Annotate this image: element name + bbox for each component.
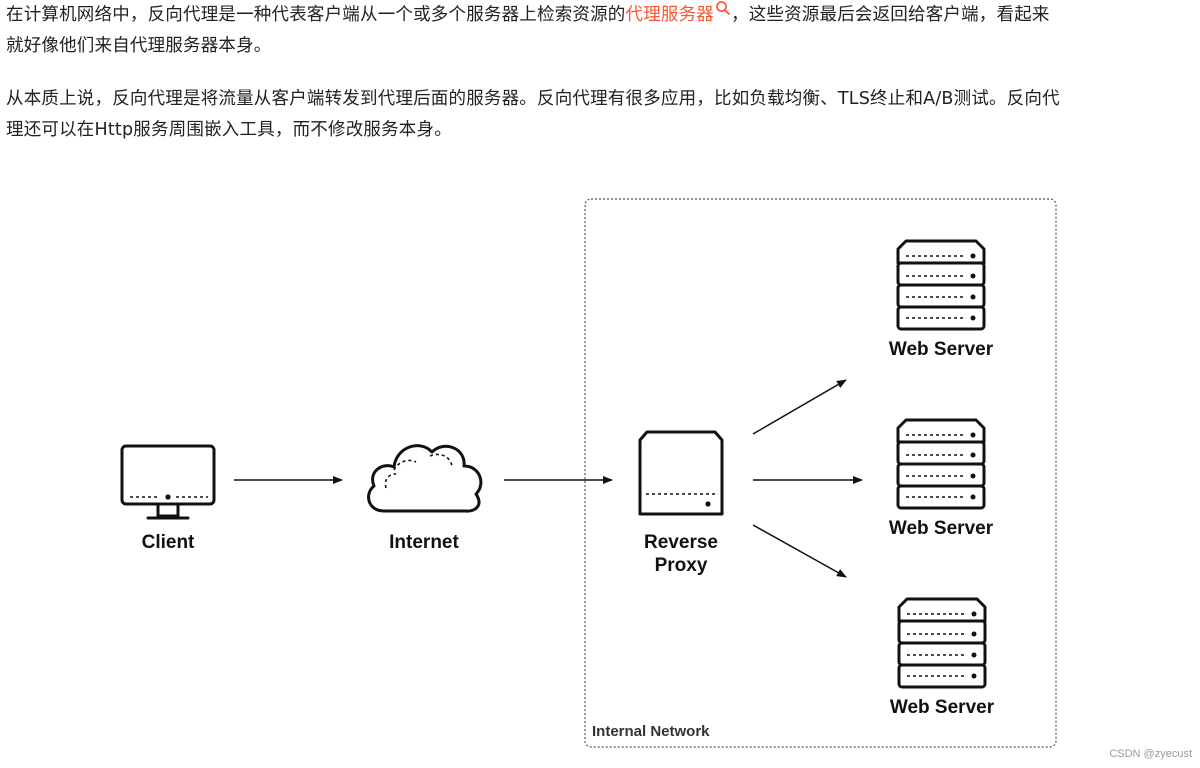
internal-network-boundary (584, 198, 1057, 748)
csdn-watermark: CSDN @zyecust (1109, 748, 1192, 760)
paragraph-intro-line-1: 在计算机网络中，反向代理是一种代表客户端从一个或多个服务器上检索资源的代理服务器… (6, 0, 1196, 31)
web-server-3-icon (897, 597, 987, 689)
keyword-link-text[interactable]: 代理服务器 (625, 5, 714, 25)
reverse-proxy-icon (638, 430, 724, 516)
paragraph-intro-line-2: 就好像他们来自代理服务器本身。 (6, 36, 272, 56)
paragraph-intro: 在计算机网络中，反向代理是一种代表客户端从一个或多个服务器上检索资源的代理服务器… (6, 0, 1196, 62)
intro-text-before-link: 在计算机网络中，反向代理是一种代表客户端从一个或多个服务器上检索资源的 (6, 5, 626, 25)
web-server-3-label: Web Server (890, 697, 995, 718)
arrow-proxy-to-server-1 (752, 379, 847, 435)
proxy-server-keyword-link[interactable]: 代理服务器 (625, 1, 732, 25)
reverse-proxy-label-line-1: Reverse (644, 532, 718, 553)
client-monitor-icon (120, 444, 216, 520)
internet-cloud-icon (367, 444, 483, 513)
web-server-2-label: Web Server (889, 518, 994, 539)
internal-network-label: Internal Network (592, 723, 710, 740)
web-server-2-icon (896, 418, 986, 510)
web-server-1-icon (896, 239, 986, 331)
paragraph-essence-line-2: 理还可以在Http服务周围嵌入工具，而不修改服务本身。 (6, 120, 452, 140)
web-server-1-label: Web Server (889, 339, 994, 360)
intro-text-after-link: ，这些资源最后会返回给客户端，看起来 (731, 5, 1050, 25)
search-icon[interactable] (715, 0, 731, 16)
reverse-proxy-label-line-2: Proxy (655, 555, 708, 576)
client-label: Client (142, 532, 195, 553)
arrow-proxy-to-server-3 (752, 524, 847, 578)
paragraph-essence-line-1: 从本质上说，反向代理是将流量从客户端转发到代理后面的服务器。反向代理有很多应用，… (6, 89, 1060, 109)
internet-label: Internet (389, 532, 459, 553)
paragraph-essence: 从本质上说，反向代理是将流量从客户端转发到代理后面的服务器。反向代理有很多应用，… (6, 84, 1196, 146)
